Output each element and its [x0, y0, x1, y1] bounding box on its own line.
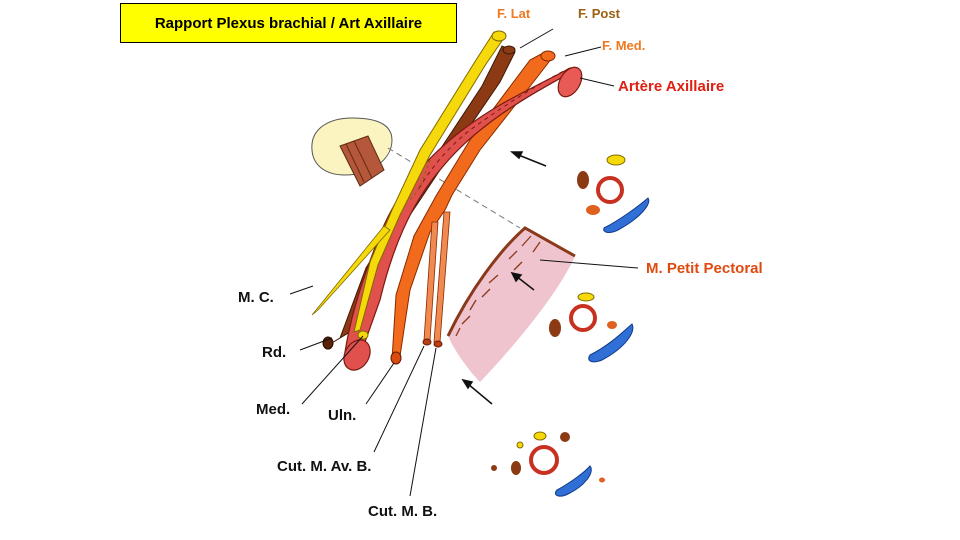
lateral-cord — [353, 31, 505, 333]
label-f-post: F. Post — [578, 6, 620, 21]
label-mc: M. C. — [238, 289, 274, 306]
cross-section-3 — [491, 431, 605, 497]
label-cut-b: Cut. M. B. — [368, 503, 438, 520]
cross-section-2 — [549, 292, 634, 363]
label-rd: Rd. — [262, 344, 287, 361]
label-med: Med. — [256, 401, 291, 418]
label-petit-pectoral: M. Petit Pectoral — [646, 260, 763, 277]
pectoralis-minor-muscle — [448, 228, 575, 382]
label-cut-av-b: Cut. M. Av. B. — [277, 458, 372, 475]
axillary-artery — [344, 67, 577, 354]
label-f-med: F. Med. — [602, 38, 646, 53]
label-f-lat: F. Lat — [497, 6, 531, 21]
title-text: Rapport Plexus brachial / Art Axillaire — [154, 14, 423, 32]
label-artere-axillaire: Artère Axillaire — [618, 78, 725, 95]
title-box: Rapport Plexus brachial / Art Axillaire — [120, 3, 457, 43]
tendon-cut — [339, 135, 385, 187]
label-uln: Uln. — [328, 407, 357, 424]
cross-section-1 — [577, 154, 650, 233]
pectoralis-minor-edge — [446, 226, 576, 337]
